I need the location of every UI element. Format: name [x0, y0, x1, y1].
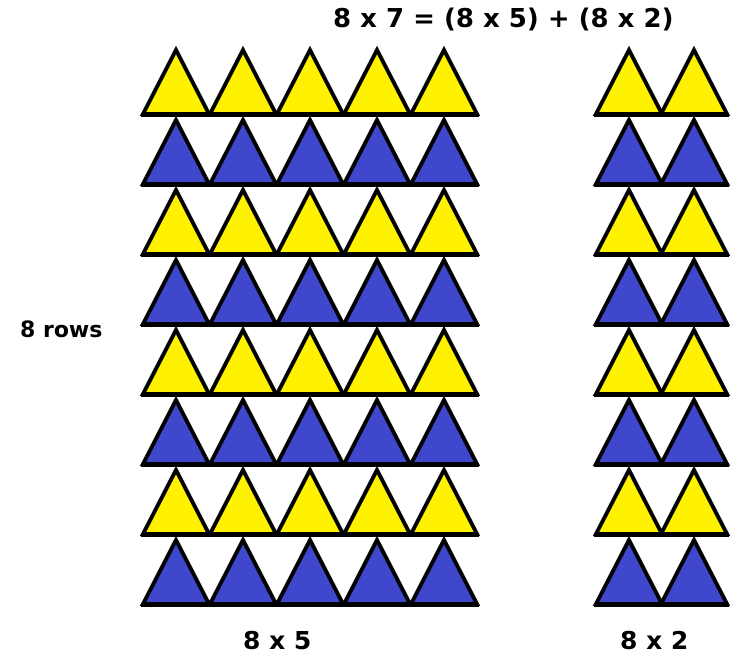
right-triangle-yellow-r1-c1 [592, 45, 666, 116]
left-triangle-yellow-r3-c5 [407, 185, 481, 256]
left-triangle-blue-r2-c2 [206, 115, 280, 186]
left-triangle-yellow-r3-c2 [206, 185, 280, 256]
left-triangle-blue-r8-c1 [139, 535, 213, 606]
right-triangle-yellow-r3-c2 [657, 185, 731, 256]
left-triangle-yellow-r1-c4 [340, 45, 414, 116]
left-triangle-blue-r2-c5 [407, 115, 481, 186]
left-triangle-blue-r6-c5 [407, 395, 481, 466]
left-triangle-yellow-r5-c1 [139, 325, 213, 396]
left-triangle-yellow-r1-c3 [273, 45, 347, 116]
left-triangle-blue-r2-c4 [340, 115, 414, 186]
right-triangle-blue-r8-c1 [592, 535, 666, 606]
left-triangle-blue-r4-c5 [407, 255, 481, 326]
left-triangle-yellow-r1-c2 [206, 45, 280, 116]
right-triangle-blue-r6-c2 [657, 395, 731, 466]
left-triangle-yellow-r7-c3 [273, 465, 347, 536]
left-triangle-blue-r2-c3 [273, 115, 347, 186]
left-triangle-yellow-r7-c5 [407, 465, 481, 536]
equation-title: 8 x 7 = (8 x 5) + (8 x 2) [333, 4, 674, 34]
left-triangle-blue-r4-c2 [206, 255, 280, 326]
left-triangle-yellow-r7-c1 [139, 465, 213, 536]
left-triangle-blue-r4-c4 [340, 255, 414, 326]
right-triangle-blue-r4-c1 [592, 255, 666, 326]
left-triangle-yellow-r7-c4 [340, 465, 414, 536]
right-triangle-yellow-r5-c2 [657, 325, 731, 396]
left-triangle-blue-r2-c1 [139, 115, 213, 186]
left-triangle-blue-r4-c1 [139, 255, 213, 326]
right-triangle-blue-r2-c1 [592, 115, 666, 186]
left-triangle-blue-r6-c3 [273, 395, 347, 466]
right-triangle-blue-r4-c2 [657, 255, 731, 326]
left-triangle-blue-r6-c4 [340, 395, 414, 466]
left-triangle-yellow-r5-c4 [340, 325, 414, 396]
left-array-8x5 [139, 45, 481, 607]
right-triangle-yellow-r7-c2 [657, 465, 731, 536]
left-triangle-yellow-r5-c2 [206, 325, 280, 396]
left-triangle-yellow-r3-c1 [139, 185, 213, 256]
left-triangle-blue-r8-c5 [407, 535, 481, 606]
right-triangle-yellow-r1-c2 [657, 45, 731, 116]
left-triangle-yellow-r3-c3 [273, 185, 347, 256]
left-triangle-yellow-r5-c3 [273, 325, 347, 396]
left-triangle-yellow-r7-c2 [206, 465, 280, 536]
left-triangle-yellow-r1-c1 [139, 45, 213, 116]
left-triangle-blue-r6-c2 [206, 395, 280, 466]
left-triangle-yellow-r1-c5 [407, 45, 481, 116]
left-triangle-blue-r4-c3 [273, 255, 347, 326]
left-triangle-blue-r8-c2 [206, 535, 280, 606]
left-triangle-blue-r8-c4 [340, 535, 414, 606]
right-triangle-blue-r8-c2 [657, 535, 731, 606]
right-triangle-blue-r6-c1 [592, 395, 666, 466]
right-array-8x2 [592, 45, 731, 607]
left-triangle-yellow-r3-c4 [340, 185, 414, 256]
right-triangle-yellow-r7-c1 [592, 465, 666, 536]
right-triangle-yellow-r5-c1 [592, 325, 666, 396]
right-triangle-blue-r2-c2 [657, 115, 731, 186]
left-triangle-blue-r8-c3 [273, 535, 347, 606]
left-array-caption: 8 x 5 [243, 626, 312, 655]
right-array-caption: 8 x 2 [620, 626, 689, 655]
left-triangle-yellow-r5-c5 [407, 325, 481, 396]
rows-label: 8 rows [20, 318, 103, 343]
left-triangle-blue-r6-c1 [139, 395, 213, 466]
right-triangle-yellow-r3-c1 [592, 185, 666, 256]
